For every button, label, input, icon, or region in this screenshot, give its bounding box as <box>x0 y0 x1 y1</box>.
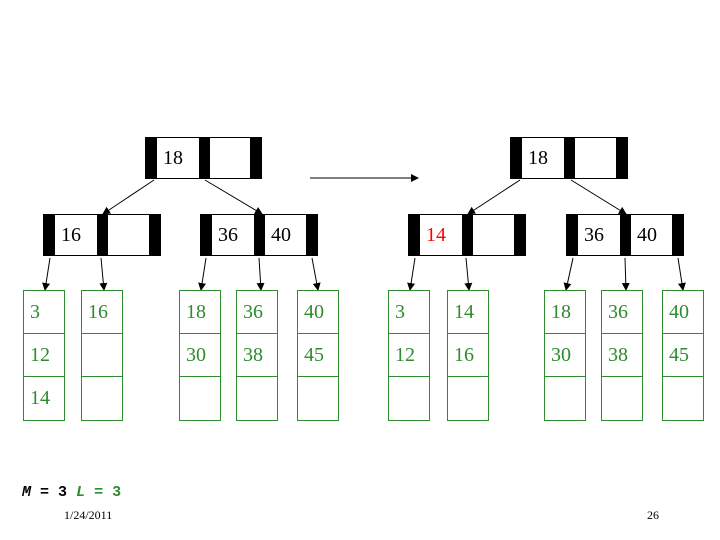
leaf-cell: 30 <box>545 334 585 377</box>
leaf-cell <box>237 377 277 420</box>
leaf-cell <box>663 377 703 420</box>
leaf-cell <box>82 377 122 420</box>
leaf-cell: 38 <box>602 334 642 377</box>
after-leaf-3: 18 30 <box>544 290 586 421</box>
leaf-cell: 45 <box>298 334 338 377</box>
leaf-cell: 38 <box>237 334 277 377</box>
before-root-key2 <box>210 138 251 178</box>
edge-before-right-leaf4 <box>256 257 265 291</box>
before-left-internal-node: 16 <box>43 214 161 256</box>
m-label: M <box>22 484 32 501</box>
before-right-key1: 36 <box>218 223 238 246</box>
m-value: 3 <box>58 484 68 501</box>
leaf-cell <box>545 377 585 420</box>
before-root-node: 18 <box>145 137 262 179</box>
edge-before-root-right <box>204 179 263 215</box>
leaf-cell: 30 <box>180 334 220 377</box>
after-leaf-5: 40 45 <box>662 290 704 421</box>
edge-after-right-leaf4 <box>621 257 630 291</box>
leaf-cell: 40 <box>663 291 703 334</box>
edge-after-left-leaf1 <box>407 257 416 291</box>
edge-before-right-leaf5 <box>311 257 321 291</box>
after-root-key1: 18 <box>528 146 548 169</box>
before-leaf-2: 16 <box>81 290 123 421</box>
page-number: 26 <box>647 508 659 522</box>
before-right-key2: 40 <box>271 223 291 246</box>
leaf-cell: 12 <box>389 334 429 377</box>
after-right-key1: 36 <box>584 223 604 246</box>
before-leaf-3: 18 30 <box>179 290 221 421</box>
edge-after-root-left <box>467 179 521 215</box>
edge-before-left-leaf2 <box>99 257 108 291</box>
before-leaf-5: 40 45 <box>297 290 339 421</box>
before-left-key1: 16 <box>61 223 81 246</box>
leaf-cell: 36 <box>237 291 277 334</box>
before-right-internal-node: 36 40 <box>200 214 318 256</box>
after-root-key2 <box>575 138 617 178</box>
footer-date: 1/24/2011 <box>64 508 113 522</box>
before-leaf-4: 36 38 <box>236 290 278 421</box>
leaf-cell <box>602 377 642 420</box>
after-right-internal-node: 36 40 <box>566 214 684 256</box>
before-leaf-1: 3 12 14 <box>23 290 65 421</box>
leaf-cell <box>180 377 220 420</box>
before-left-key2 <box>108 215 150 255</box>
after-root-node: 18 <box>510 137 628 179</box>
m-equals: = <box>31 484 59 501</box>
leaf-cell: 18 <box>180 291 220 334</box>
l-value: 3 <box>112 484 122 501</box>
leaf-cell <box>298 377 338 420</box>
leaf-cell: 3 <box>24 291 64 334</box>
leaf-cell: 16 <box>448 334 488 377</box>
leaf-cell: 12 <box>24 334 64 377</box>
l-label: L <box>76 484 86 501</box>
before-root-key1: 18 <box>163 146 183 169</box>
leaf-cell: 3 <box>389 291 429 334</box>
parameters-formula: M = 3 L = 3 <box>22 484 121 501</box>
edge-before-right-leaf3 <box>198 257 207 291</box>
edge-after-right-leaf3 <box>563 257 574 291</box>
edge-after-root-right <box>570 179 627 215</box>
leaf-cell: 45 <box>663 334 703 377</box>
leaf-cell <box>82 334 122 377</box>
edge-before-left-leaf1 <box>42 257 51 291</box>
after-left-key1: 14 <box>426 223 446 246</box>
after-leaf-2: 14 16 <box>447 290 489 421</box>
leaf-cell: 14 <box>30 387 50 409</box>
after-left-internal-node: 14 <box>408 214 526 256</box>
edge-after-left-leaf2 <box>464 257 473 291</box>
edge-after-right-leaf5 <box>677 257 686 291</box>
after-leaf-1: 3 12 <box>388 290 430 421</box>
leaf-cell <box>448 377 488 420</box>
leaf-cell <box>389 377 429 420</box>
leaf-cell: 14 <box>448 291 488 334</box>
leaf-cell: 16 <box>82 291 122 334</box>
leaf-cell: 40 <box>298 291 338 334</box>
leaf-cell: 18 <box>545 291 585 334</box>
after-leaf-4: 36 38 <box>601 290 643 421</box>
edge-before-root-left <box>102 179 155 215</box>
l-equals: = <box>85 484 113 501</box>
leaf-cell: 36 <box>602 291 642 334</box>
after-left-key2 <box>473 215 515 255</box>
after-right-key2: 40 <box>637 223 657 246</box>
